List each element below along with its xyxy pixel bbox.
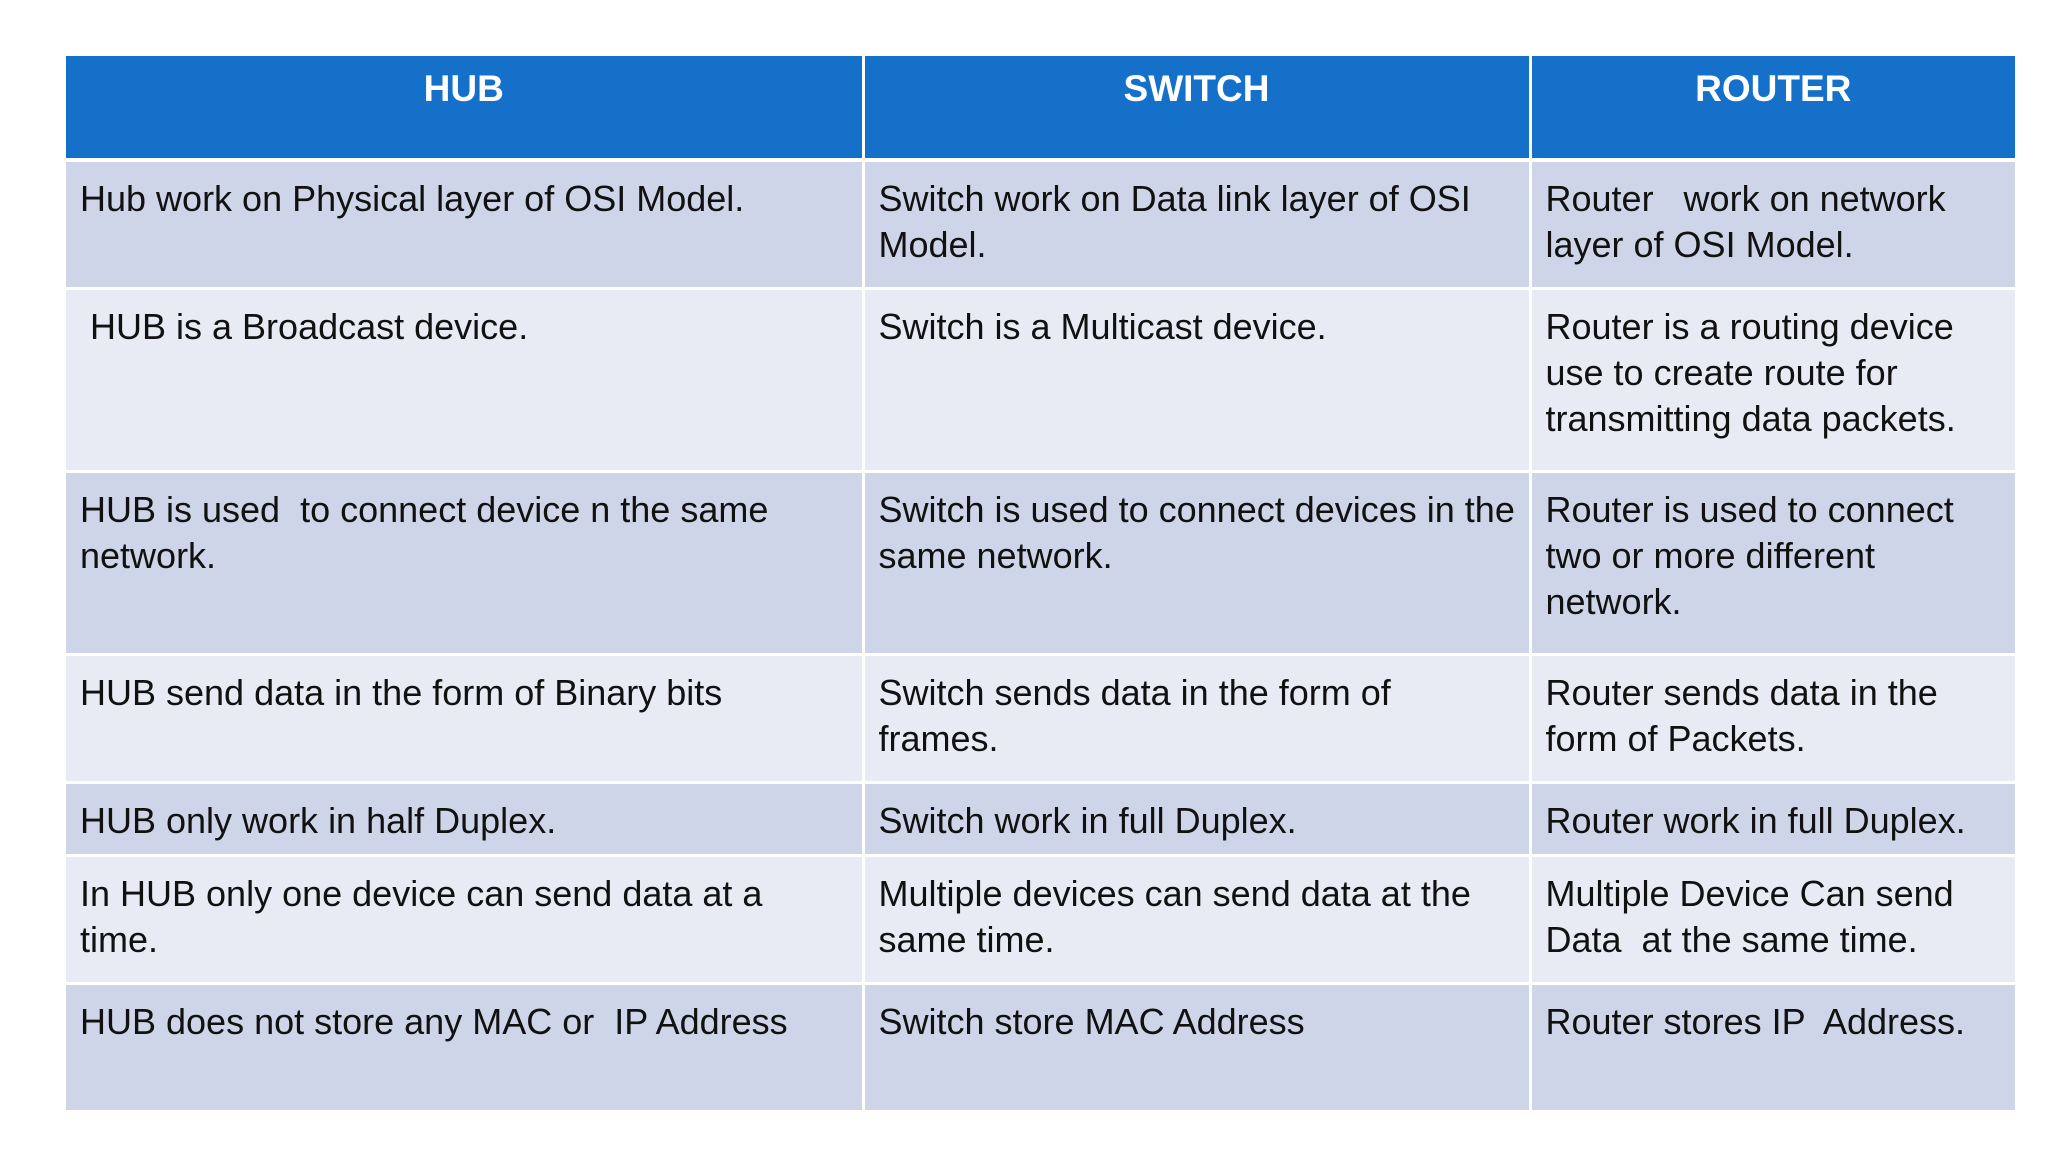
table-cell-router: Router work on network layer of OSI Mode… <box>1530 160 2015 290</box>
table-cell-hub: Hub work on Physical layer of OSI Model. <box>66 160 865 290</box>
table-cell-hub: In HUB only one device can send data at … <box>66 855 865 985</box>
table-cell-switch: Switch is used to connect devices in the… <box>863 471 1532 656</box>
table-cell-router: Router is a routing device use to create… <box>1530 288 2015 473</box>
table-row: In HUB only one device can send data at … <box>66 855 2015 985</box>
table-cell-switch: Switch sends data in the form of frames. <box>863 654 1532 784</box>
table-cell-hub: HUB send data in the form of Binary bits <box>66 654 865 784</box>
table-cell-switch: Switch work in full Duplex. <box>863 782 1532 857</box>
table-cell-switch: Switch is a Multicast device. <box>863 288 1532 473</box>
table-cell-router: Router work in full Duplex. <box>1530 782 2015 857</box>
table-cell-router: Router sends data in the form of Packets… <box>1530 654 2015 784</box>
hub-switch-router-comparison-table: HUB SWITCH ROUTER Hub work on Physical l… <box>66 56 2015 1113</box>
table-cell-hub: HUB only work in half Duplex. <box>66 782 865 857</box>
table-cell-switch: Switch work on Data link layer of OSI Mo… <box>863 160 1532 290</box>
table-cell-switch: Switch store MAC Address <box>863 983 1532 1113</box>
table-row: Hub work on Physical layer of OSI Model.… <box>66 160 2015 290</box>
table-row: HUB does not store any MAC or IP Address… <box>66 983 2015 1113</box>
table-cell-router: Router stores IP Address. <box>1530 983 2015 1113</box>
table-row: HUB is a Broadcast device. Switch is a M… <box>66 288 2015 473</box>
table-row: HUB send data in the form of Binary bits… <box>66 654 2015 784</box>
table-cell-hub: HUB is used to connect device n the same… <box>66 471 865 656</box>
table-row: HUB is used to connect device n the same… <box>66 471 2015 656</box>
table-header-row: HUB SWITCH ROUTER <box>66 56 2015 162</box>
table-row: HUB only work in half Duplex. Switch wor… <box>66 782 2015 857</box>
column-header-router: ROUTER <box>1530 56 2015 162</box>
table-cell-hub: HUB does not store any MAC or IP Address <box>66 983 865 1113</box>
column-header-hub: HUB <box>66 56 865 162</box>
table-cell-router: Multiple Device Can send Data at the sam… <box>1530 855 2015 985</box>
table-cell-router: Router is used to connect two or more di… <box>1530 471 2015 656</box>
column-header-switch: SWITCH <box>863 56 1532 162</box>
comparison-table-container: HUB SWITCH ROUTER Hub work on Physical l… <box>66 56 2015 1113</box>
table-cell-switch: Multiple devices can send data at the sa… <box>863 855 1532 985</box>
table-cell-hub: HUB is a Broadcast device. <box>66 288 865 473</box>
